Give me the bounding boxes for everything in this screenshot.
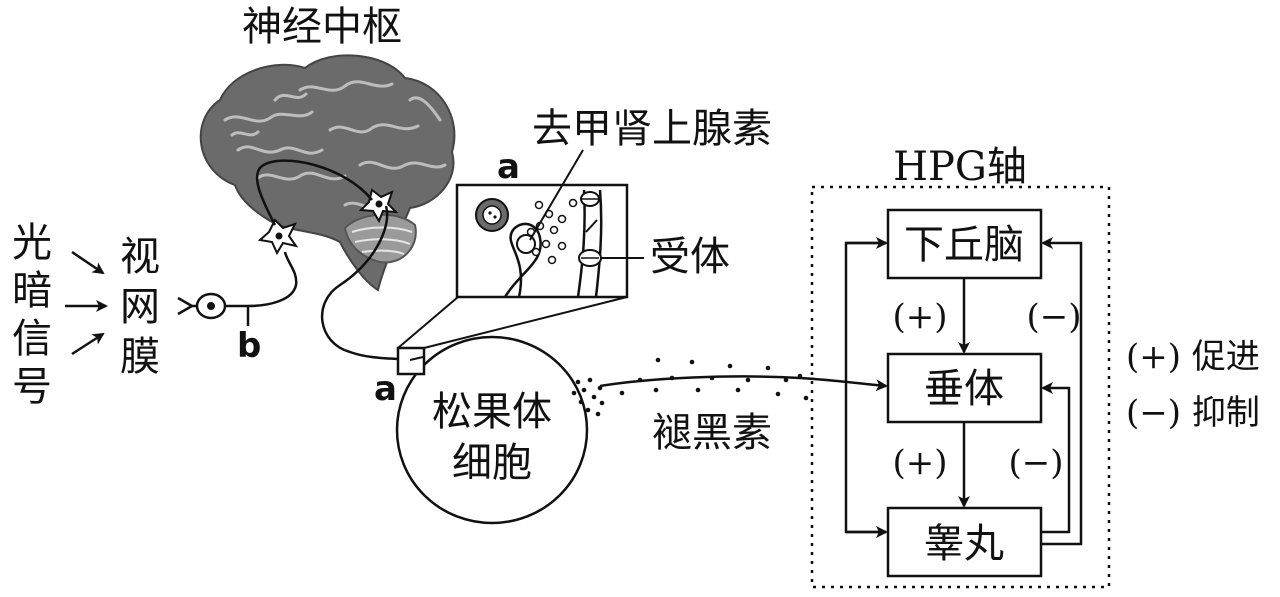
pituitary-label: 垂体 xyxy=(924,366,1004,412)
legend-promote: (+) 促进 xyxy=(1126,337,1260,377)
hypothalamus-label: 下丘脑 xyxy=(904,222,1024,268)
light-signal-arrows xyxy=(65,250,108,356)
afferent-nerve xyxy=(225,251,298,308)
light-signal-label: 光 暗 信 号 xyxy=(12,220,52,410)
svg-text:膜: 膜 xyxy=(120,334,160,380)
pituitary-box xyxy=(886,352,1043,424)
hyp-to-pit-sign: (+) xyxy=(892,297,947,337)
retina-label: 视 网 膜 xyxy=(120,234,160,380)
norepinephrine-leader xyxy=(529,149,584,241)
pineal-cell-label-1: 松果体 xyxy=(432,389,552,435)
hpg-axis-label: HPG轴 xyxy=(893,144,1027,190)
melatonin-dots-diffuse xyxy=(619,357,809,401)
synapse-inset xyxy=(455,183,629,299)
norepinephrine-label: 去甲肾上腺素 xyxy=(532,106,772,152)
svg-text:号: 号 xyxy=(12,364,52,410)
testis-to-hyp-sign: (−) xyxy=(1026,297,1081,337)
inter-neuron-fiber xyxy=(255,159,373,226)
testis-label: 睾丸 xyxy=(924,521,1004,567)
melatonin-label: 褪黑素 xyxy=(652,410,772,456)
receptor-label: 受体 xyxy=(650,234,730,280)
brain-illustration xyxy=(199,54,456,292)
feedback-to-hypothalamus xyxy=(1041,237,1083,546)
neuron-star-left xyxy=(257,218,299,256)
retina-cell xyxy=(177,292,250,326)
efferent-nerve xyxy=(320,205,413,362)
point-a-inset-label: a xyxy=(497,147,520,187)
point-b-label: b xyxy=(237,326,261,366)
pit-to-testis-sign: (+) xyxy=(892,443,947,483)
pineal-cell-body xyxy=(395,335,589,525)
melatonin-dots-cell xyxy=(571,377,605,417)
point-a-label: a xyxy=(374,369,397,409)
hpg-axis-frame xyxy=(810,185,1111,589)
svg-text:光: 光 xyxy=(12,220,52,266)
pineal-cell-label-2: 细胞 xyxy=(452,440,532,486)
legend-inhibit: (−) 抑制 xyxy=(1126,393,1260,433)
svg-text:信: 信 xyxy=(12,316,52,362)
left-branch-lines xyxy=(844,241,886,534)
svg-text:暗: 暗 xyxy=(12,268,52,314)
melatonin-arrow xyxy=(599,375,888,392)
nerve-center-label: 神经中枢 xyxy=(242,4,402,50)
testis-box xyxy=(886,506,1043,578)
neuron-star-right xyxy=(358,188,399,224)
feedback-to-pituitary xyxy=(1041,382,1071,534)
svg-text:网: 网 xyxy=(120,284,160,330)
synapse-marker-box xyxy=(396,346,426,376)
testis-to-pit-sign: (−) xyxy=(1008,443,1063,483)
svg-text:视: 视 xyxy=(120,234,160,280)
